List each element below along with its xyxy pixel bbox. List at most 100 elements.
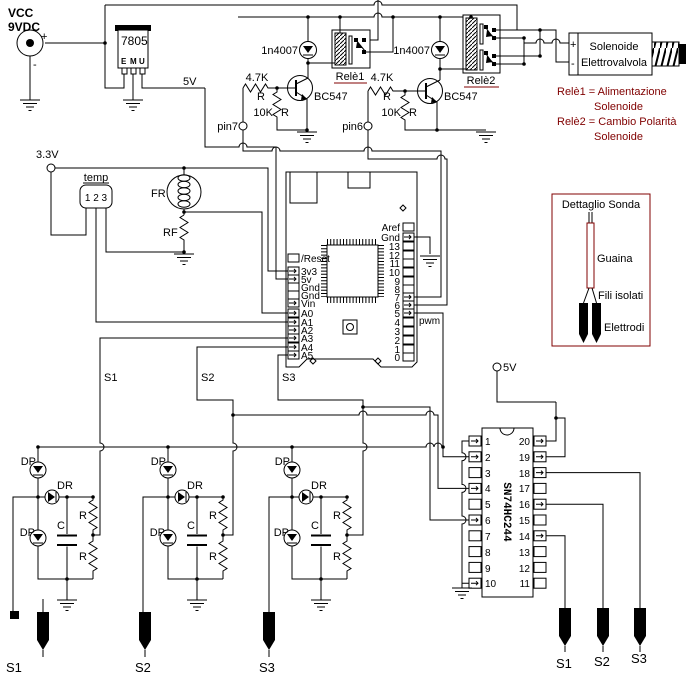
ic-pin-16: 16 [519,500,531,511]
pin-a3: A3 [301,334,314,345]
r-base2-label: R [383,91,391,103]
vcc-source: VCC 9VDC + - [8,6,105,111]
dp4-label: DP [150,527,165,539]
pin-a0: A0 [301,309,314,320]
r-pull1-value: 10K [253,107,273,119]
pin-reset: /Reset [301,254,330,265]
electrode-s1-right [559,608,571,652]
ic-pin-17: 17 [519,484,531,495]
electrode-s3-right-label: S3 [631,651,647,666]
r3b-label: R [333,551,341,563]
note-line3: Relè2 = Cambio Polarità [557,116,677,128]
r-pull1-label: R [281,107,289,119]
photoresistor-fr: FR [151,174,202,210]
pin-12: 12 [389,251,401,262]
solenoid-name2: Elettrovalvola [581,57,648,69]
relay-driver-2: 1n4007 Relè2 BC547 4.7K R 10K R pin6 [342,14,569,306]
ic-pin-10: 10 [485,579,497,590]
probe-detail-box: Dettaglio Sonda Guaina Fili isolati Elet… [551,193,651,347]
rail-3v3-label: 3.3V [36,149,59,161]
regulator-pin-e: E [121,57,127,66]
sheath-label: Guaina [597,253,633,265]
electrode-s3-left-label: S3 [259,660,275,675]
pin-a1: A1 [301,318,314,329]
pin-9: 9 [394,277,400,288]
pin-gnd-r: Gnd [381,233,400,244]
pin-4: 4 [394,318,400,329]
relay2-label: Relè2 [467,75,496,87]
relay1-label: Relè1 [336,71,365,83]
electrode-s1-left-label: S1 [6,660,22,675]
r-base1-label: R [257,91,265,103]
usb-connector [289,171,318,204]
detail-electrodes [579,303,601,343]
relay2: Relè2 [440,14,569,88]
signal-wires: S1 S2 S3 [38,312,469,536]
analog-front-end: 3.3V temp 1 2 3 FR RF [36,149,288,323]
transistor2-label: BC547 [444,91,478,103]
pin-5v: 5v [301,275,312,286]
ic-pin-2: 2 [485,453,491,464]
probe-detail-title: Dettaglio Sonda [562,199,641,211]
dr1-label: DR [57,480,73,492]
dr2-label: DR [187,480,203,492]
power-jack [347,171,371,189]
pin-3v3: 3v3 [301,267,318,278]
arduino-board: /Reset 3v3 5v Gnd Gnd Vin A0 A1 A2 A3 A4… [285,171,441,368]
sensor-column-2: DP DP DR C R R S2 [135,447,228,675]
ic-pin-8: 8 [485,548,491,559]
signal-s1-label: S1 [104,372,117,384]
mcu-qfp-chip [321,239,384,303]
resistor-rf: RF [163,214,189,252]
insulated-wires-label: Fili isolati [598,290,643,302]
ic-pin-5: 5 [485,500,491,511]
dp3-label: DP [151,456,166,468]
pin-1: 1 [394,345,400,356]
solenoid-plus: + [570,39,576,51]
vcc-label: VCC [8,6,34,20]
ic-pin-11: 11 [520,579,531,590]
arduino-left-header: /Reset 3v3 5v Gnd Gnd Vin A0 A1 A2 A3 A4… [287,253,330,362]
regulator-7805: 7805 E M U 5V [104,5,288,280]
ic-pin-3: 3 [485,469,491,480]
note-line4: Solenoide [594,131,643,143]
ic-pin-20: 20 [519,437,531,448]
dr3-label: DR [311,480,327,492]
ic-pin-12: 12 [519,564,531,575]
pin6-terminal-label: pin6 [342,121,363,133]
mounting-holes [309,204,407,365]
relay1: Relè1 [308,17,394,84]
pin-3: 3 [394,327,400,338]
transistor-bc547-2: BC547 [417,78,497,143]
pin-11: 11 [390,259,401,270]
electrodes-label: Elettrodi [604,322,644,334]
temp-pins-label: 1 2 3 [85,193,108,204]
solenoid-minus: - [571,58,575,70]
rail-5v-label: 5V [183,76,197,88]
pin-2: 2 [394,336,400,347]
ic-pin-1: 1 [485,437,491,448]
ic-name: SN74HC244 [500,482,512,542]
c3-label: C [311,520,319,532]
power-rails [105,0,518,41]
pin-vin: Vin [301,299,315,310]
r1b-label: R [79,551,87,563]
electrode-s2-left [139,612,151,657]
pin-7: 7 [394,293,400,304]
signal-s3-label: S3 [282,372,295,384]
pin7-terminal-label: pin7 [217,121,238,133]
pin-gnd2: Gnd [301,291,320,302]
ic-pin-6: 6 [485,516,491,527]
dp6-label: DP [274,527,289,539]
regulator-pin-m: M [130,57,137,66]
r-base2-value: 4.7K [371,72,394,84]
fr-label: FR [151,188,166,200]
sensor-column-3: DP DP DR C R R S3 [259,447,352,675]
vcc-voltage: 9VDC [8,20,40,34]
buffer-5v-label: 5V [503,362,517,374]
diode2-label: 1n4007 [393,45,430,57]
ic-pin-13: 13 [519,548,531,559]
r-pull2-label: R [409,107,417,119]
